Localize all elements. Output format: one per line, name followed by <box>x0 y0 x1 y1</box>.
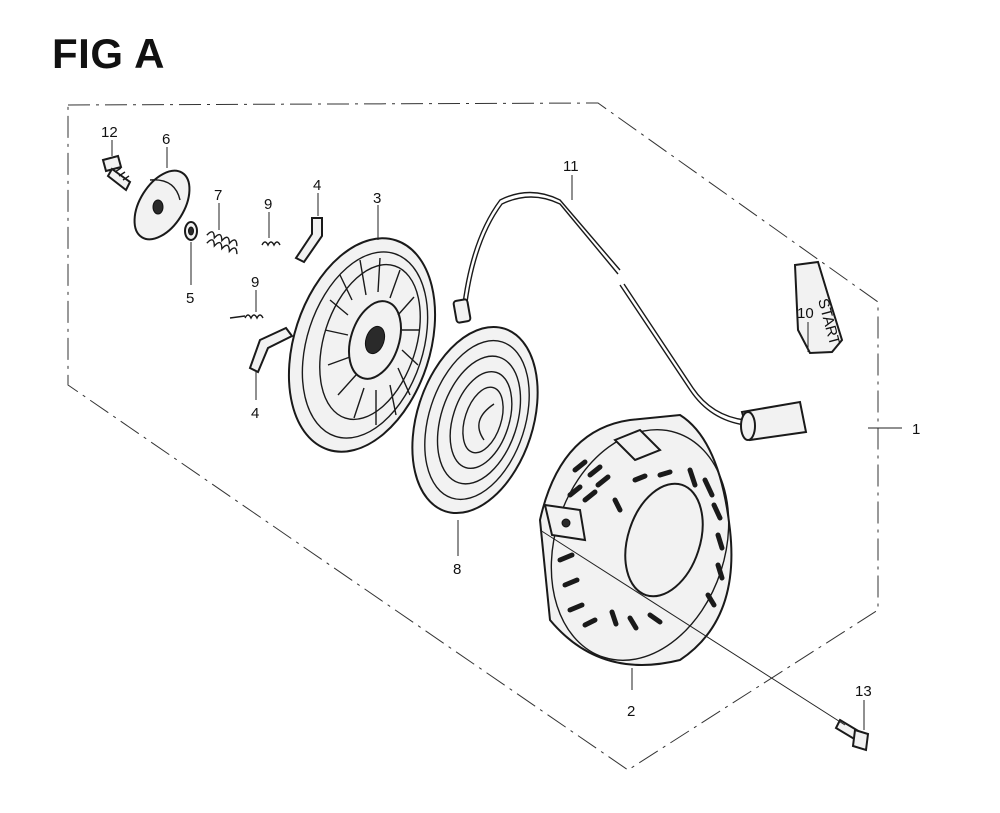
part-2-case <box>538 413 733 666</box>
center-line <box>539 529 846 726</box>
part-12-bolt <box>101 154 132 192</box>
part-6-ratchet <box>133 169 191 241</box>
part-9a-spring <box>261 241 281 247</box>
figure-title: FIG A <box>52 30 165 77</box>
callout-13: 13 <box>855 683 872 700</box>
callout-9-lower: 9 <box>251 274 259 291</box>
callout-4-lower: 4 <box>251 405 259 422</box>
callout-4-upper: 4 <box>313 177 321 194</box>
part-11-rope <box>452 191 746 426</box>
part-4a-pawl <box>294 217 323 264</box>
callout-6: 6 <box>162 131 170 148</box>
part-13-bolt <box>834 718 870 752</box>
callout-10: 10 <box>797 305 814 322</box>
part-7-spring <box>206 231 238 255</box>
callout-11: 11 <box>563 158 579 175</box>
part-4b-pawl <box>248 326 294 374</box>
part-8-spring <box>411 325 539 515</box>
part-10-handle: START <box>740 260 844 442</box>
callout-1: 1 <box>912 421 920 438</box>
part-3-reel <box>287 237 437 453</box>
callout-7: 7 <box>214 187 222 204</box>
callout-2: 2 <box>627 703 635 720</box>
part-5-washer <box>184 221 198 241</box>
callout-5: 5 <box>186 290 194 307</box>
callout-12: 12 <box>101 124 118 141</box>
part-9b-spring <box>229 314 264 320</box>
assembly-boundary <box>67 102 879 771</box>
callout-8: 8 <box>453 561 461 578</box>
callout-9-upper: 9 <box>264 196 272 213</box>
callout-3: 3 <box>373 190 381 207</box>
